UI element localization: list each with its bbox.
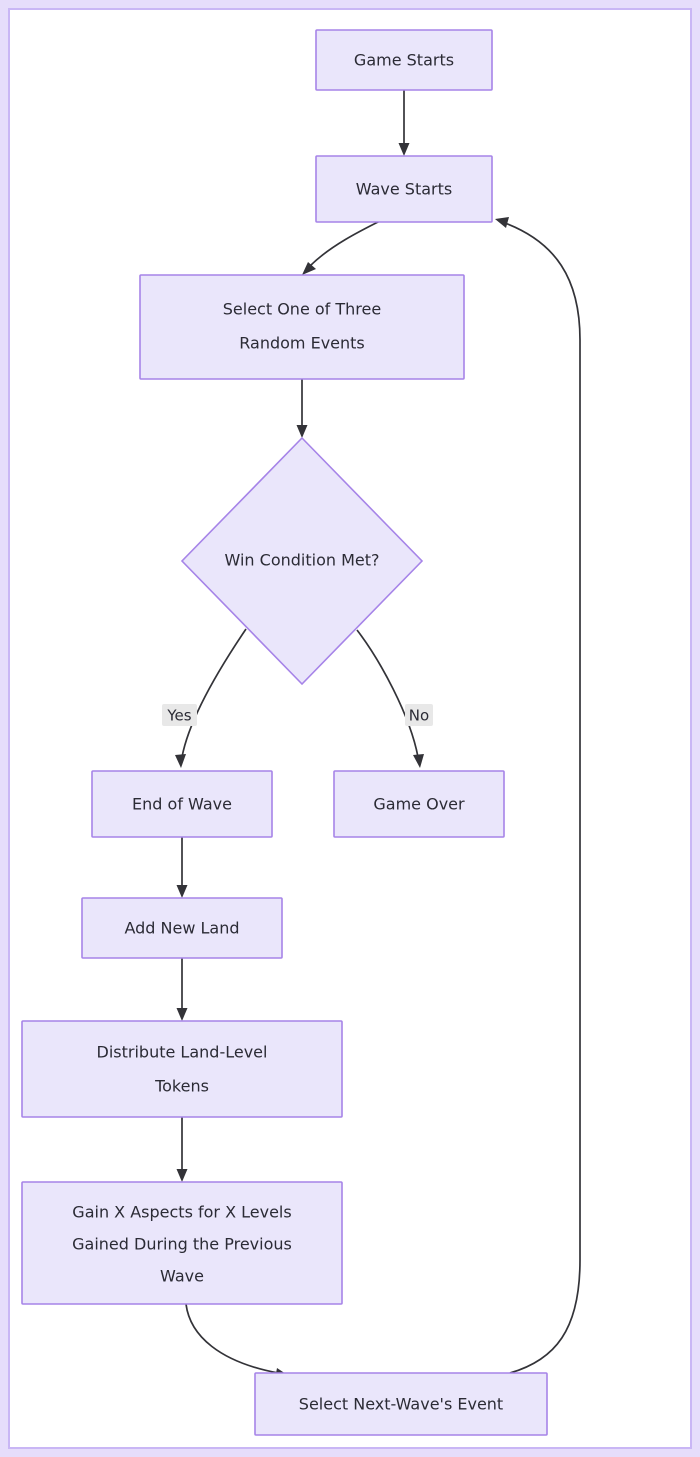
node-game-starts[interactable]: Game Starts xyxy=(315,29,493,91)
edge-label-no: No xyxy=(409,707,429,725)
node-gain-aspects-shape[interactable] xyxy=(21,1181,343,1305)
edge-distribute-to-gain-aspects xyxy=(176,1117,188,1182)
node-select-next-wave-label: Select Next-Wave's Event xyxy=(299,1395,503,1414)
edge-label-yes: Yes xyxy=(166,707,191,725)
node-win-condition-shape[interactable] xyxy=(180,436,424,686)
node-wave-starts[interactable]: Wave Starts xyxy=(315,155,493,223)
node-select-events-shape[interactable] xyxy=(139,274,465,380)
node-distribute-label-line2: Tokens xyxy=(154,1077,209,1096)
node-add-new-land-shape[interactable] xyxy=(81,897,283,959)
node-win-condition[interactable]: Win Condition Met? xyxy=(180,436,424,686)
node-wave-starts-shape[interactable] xyxy=(315,155,493,223)
node-gain-aspects-label-line2: Gained During the Previous xyxy=(72,1235,292,1254)
edge-add-new-land-to-distribute xyxy=(176,958,188,1021)
node-gain-aspects-label-line1: Gain X Aspects for X Levels xyxy=(72,1203,291,1222)
node-game-over-shape[interactable] xyxy=(333,770,505,838)
node-game-starts-label: Game Starts xyxy=(354,51,454,70)
edge-end-of-wave-to-add-new-land xyxy=(176,837,188,898)
node-game-over-label: Game Over xyxy=(373,795,465,814)
node-select-events[interactable]: Select One of Three Random Events xyxy=(139,274,465,380)
node-wave-starts-label: Wave Starts xyxy=(356,180,452,199)
node-distribute-shape[interactable] xyxy=(21,1020,343,1118)
node-select-events-label-line1: Select One of Three xyxy=(223,300,381,319)
node-gain-aspects-label-line3: Wave xyxy=(160,1267,204,1286)
node-end-of-wave[interactable]: End of Wave xyxy=(91,770,273,838)
edge-game-starts-to-wave-starts xyxy=(398,90,410,156)
node-add-new-land[interactable]: Add New Land xyxy=(81,897,283,959)
nodes-layer: Game Starts Wave Starts Select One of Th… xyxy=(21,29,548,1436)
edge-label-yes-background xyxy=(162,704,197,726)
node-gain-aspects[interactable]: Gain X Aspects for X Levels Gained Durin… xyxy=(21,1181,343,1305)
node-select-next-wave[interactable]: Select Next-Wave's Event xyxy=(254,1372,548,1436)
node-end-of-wave-label: End of Wave xyxy=(132,795,232,814)
edge-label-no-background xyxy=(405,704,433,726)
edge-select-next-wave-to-wave-starts xyxy=(495,217,581,1374)
node-game-starts-shape[interactable] xyxy=(315,29,493,91)
edge-win-condition-to-game-over: No xyxy=(356,629,433,768)
node-win-condition-label: Win Condition Met? xyxy=(225,551,380,570)
node-distribute-label-line1: Distribute Land-Level xyxy=(97,1043,268,1062)
edge-win-condition-to-end-of-wave: Yes xyxy=(162,628,247,768)
edge-gain-aspects-to-select-next-wave xyxy=(185,1303,289,1379)
node-add-new-land-label: Add New Land xyxy=(124,919,239,938)
diagram-frame: Yes No xyxy=(8,8,692,1449)
node-distribute[interactable]: Distribute Land-Level Tokens xyxy=(21,1020,343,1118)
edge-wave-starts-to-select-events xyxy=(302,220,381,275)
node-select-next-wave-shape[interactable] xyxy=(254,1372,548,1436)
node-game-over[interactable]: Game Over xyxy=(333,770,505,838)
node-end-of-wave-shape[interactable] xyxy=(91,770,273,838)
edge-select-events-to-win-condition xyxy=(296,379,308,438)
node-select-events-label-line2: Random Events xyxy=(239,334,365,353)
edges-layer: Yes No xyxy=(162,90,581,1379)
flowchart-canvas: Yes No xyxy=(21,29,581,1436)
